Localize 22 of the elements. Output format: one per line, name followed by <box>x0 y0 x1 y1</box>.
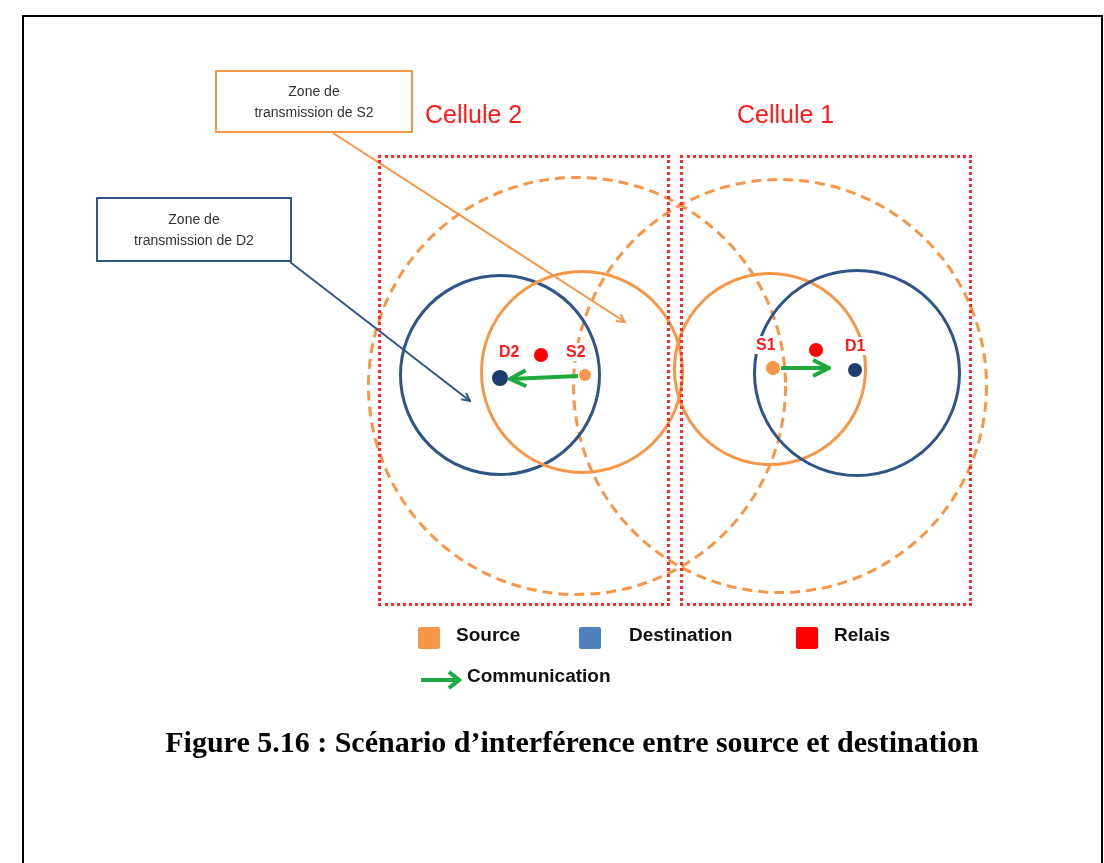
node-dot <box>492 370 508 386</box>
legend-label: Relais <box>834 624 890 646</box>
node-label: S1 <box>755 336 777 354</box>
legend-label: Destination <box>629 624 733 646</box>
node-dot <box>809 343 823 357</box>
cell-heading: Cellule 1 <box>737 100 835 129</box>
leader-line <box>332 132 626 323</box>
callout-box: Zone de transmission de S2 <box>215 70 413 133</box>
node-dot <box>848 363 862 377</box>
node-label: D1 <box>844 337 867 355</box>
callout-box: Zone de transmission de D2 <box>96 197 292 262</box>
figure-caption: Figure 5.16 : Scénario d’interférence entre source et destination <box>164 725 980 760</box>
node-label: S2 <box>565 343 587 361</box>
cell-heading: Cellule 2 <box>425 100 523 129</box>
communication-arrow <box>781 358 831 378</box>
communication-arrow <box>508 368 579 389</box>
leader-line <box>289 261 471 402</box>
node-dot <box>579 369 591 381</box>
legend-label: Source <box>456 624 521 646</box>
node-dot <box>766 361 780 375</box>
legend-label: Communication <box>467 665 611 687</box>
node-dot <box>534 348 548 362</box>
